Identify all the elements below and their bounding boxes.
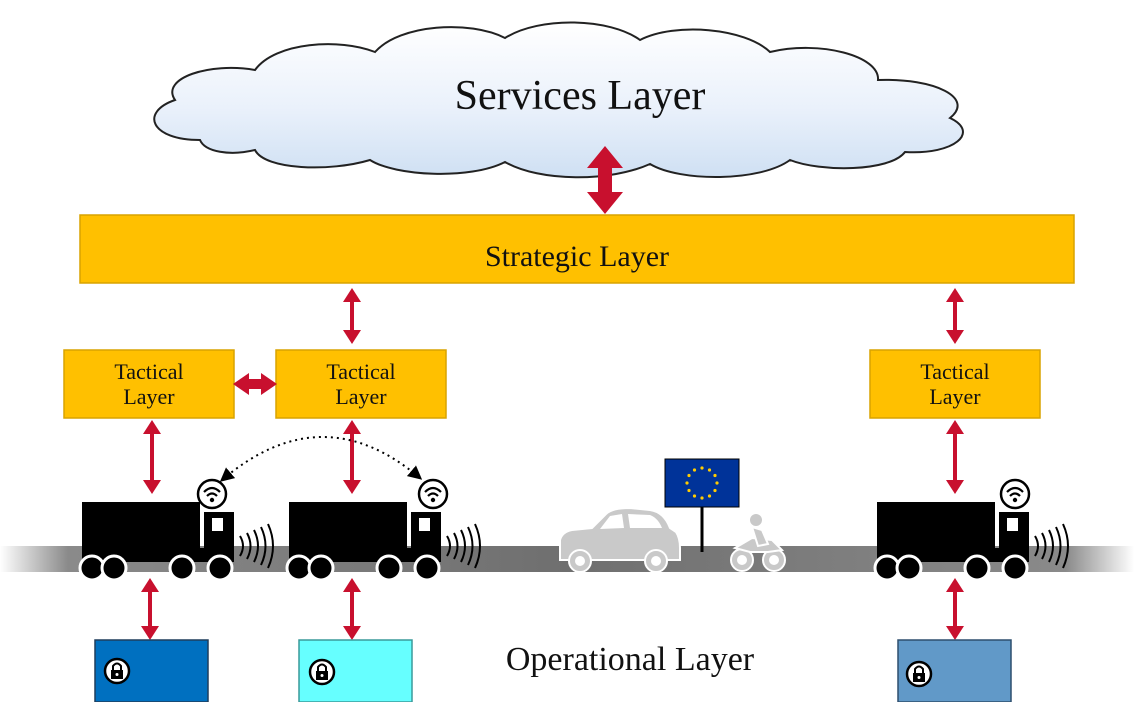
v2v-communication-arc <box>219 436 423 482</box>
eu-star <box>707 494 712 498</box>
tactical-layer-line2: Layer <box>335 384 387 410</box>
tactical-layer-line1: Tactical <box>114 359 184 384</box>
tactical-layer-line2: Layer <box>929 384 981 410</box>
tactical-layer-box-1 <box>63 349 235 419</box>
car-icon <box>559 506 681 573</box>
eu-star <box>713 473 717 478</box>
lock-icon <box>103 657 131 685</box>
eu-star <box>700 496 704 500</box>
tactical-layer-line2: Layer <box>123 384 175 410</box>
eu-star <box>707 468 712 472</box>
eu-star <box>715 481 719 485</box>
tactical-layer-box-3 <box>869 349 1041 419</box>
services-layer-label: Services Layer <box>454 73 706 119</box>
eu-star <box>687 473 691 478</box>
wifi-icon <box>417 478 449 510</box>
eu-star <box>692 468 697 472</box>
road-operational-arrows <box>141 578 964 640</box>
tactical-tactical-arrow <box>233 373 277 395</box>
eu-star <box>692 494 697 498</box>
strategic-layer-label: Strategic Layer <box>484 240 670 273</box>
tactical-layer-label-3: Tactical Layer <box>870 359 1040 410</box>
operational-layer-label: Operational Layer <box>505 641 755 678</box>
motorcycle-icon <box>730 512 786 572</box>
eu-star <box>713 488 717 493</box>
tactical-layer-box-2 <box>275 349 447 419</box>
wifi-icon <box>196 478 228 510</box>
tactical-layer-line1: Tactical <box>326 359 396 384</box>
tactical-layer-label-2: Tactical Layer <box>276 359 446 410</box>
tactical-truck-arrows <box>143 420 964 494</box>
eu-star <box>685 481 689 485</box>
eu-star <box>687 488 691 493</box>
strategic-layer-bar <box>79 214 1075 284</box>
eu-flag-icon <box>664 458 740 552</box>
services-cloud <box>153 21 964 179</box>
tactical-layer-label-1: Tactical Layer <box>64 359 234 410</box>
tactical-layer-line1: Tactical <box>920 359 990 384</box>
strategic-tactical-arrows <box>343 288 964 344</box>
lock-icon <box>905 660 933 688</box>
wifi-icon <box>999 478 1031 510</box>
cloud-icon <box>153 21 964 179</box>
lock-icon <box>308 658 336 686</box>
eu-star <box>700 466 704 470</box>
